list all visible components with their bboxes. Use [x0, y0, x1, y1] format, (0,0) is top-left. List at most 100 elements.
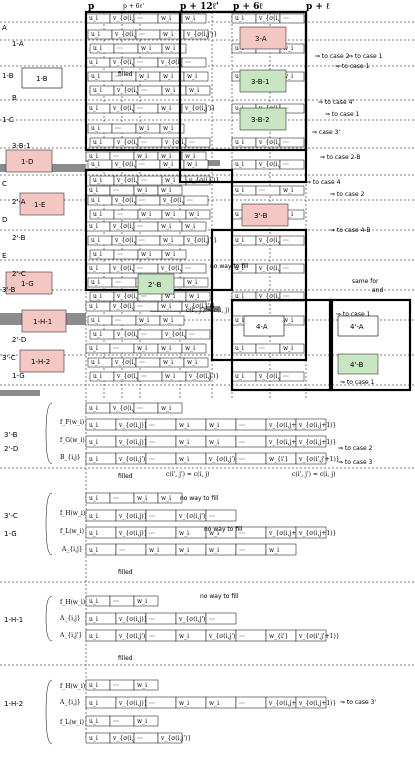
case-box-3-A: 3-A [239, 26, 287, 50]
cell-text: w_i [165, 177, 175, 184]
cell-text: w_i [185, 223, 195, 230]
cell-text: u_i [89, 718, 98, 725]
cell-text: w_i [161, 223, 171, 230]
cell-text: w_i [185, 345, 195, 352]
cell-text: v_{σ(i,j')} [258, 237, 289, 244]
cell-text: w_i [189, 87, 199, 94]
cell-text: v_{σ(i,j')} [162, 197, 193, 204]
cell-text: ⋯ [283, 15, 289, 22]
cell-text: w_i [161, 187, 171, 194]
cell-text: u_i [93, 251, 102, 258]
case-arrow-10: ⇒ to case 1 [336, 311, 371, 318]
cell-text: ⋯ [137, 105, 143, 112]
cell-text: v_{σ(i,j')} [188, 177, 219, 184]
cell [295, 696, 327, 709]
cell-text: w_i [161, 405, 171, 412]
cell-text: ⋯ [149, 530, 155, 537]
cell [279, 137, 305, 148]
cell-text: ⋯ [137, 303, 143, 310]
cell-text: u_i [89, 513, 98, 520]
cell-text: w_i [137, 187, 147, 194]
svg-text:1-B: 1-B [36, 75, 48, 83]
case-lower-1: ⇒ to case 2 [338, 445, 373, 452]
cell-text: u_i [235, 105, 244, 112]
cell-text: v_{σ(i,j)} [116, 293, 146, 300]
cell-text: ⋯ [185, 59, 191, 66]
cell-text: ⋯ [209, 616, 215, 623]
cell [161, 43, 187, 54]
cell-text: v_{σ(i,j)} [112, 223, 142, 230]
cell-text: ⋯ [187, 197, 193, 204]
cell-text: v_{σ(i,j)} [118, 530, 148, 537]
Aij-h2: A_{i,j} [59, 699, 81, 706]
case-arrow-4: ⇒ to case 1 [325, 111, 360, 118]
fH-h1: f_H(w_i) [60, 599, 85, 606]
cell-text: u_i [235, 187, 244, 194]
cell-text: u_i [91, 317, 100, 324]
cell-text: v_{σ(i,j')} [112, 303, 143, 310]
Bij-label: B_{i,j} [60, 454, 81, 461]
cell-text: v_{σ(i',j'+1)} [298, 456, 340, 463]
cell-text: v_{σ(i,j')} [160, 59, 191, 66]
cell-text: ⋯ [139, 197, 145, 204]
cell [157, 402, 183, 414]
cell-text: u_i [89, 223, 98, 230]
left-label: A [2, 24, 7, 32]
cell-text: w_i [165, 87, 175, 94]
cell [295, 435, 327, 448]
case-arrow-1b: ⇒ to case 1 [348, 53, 383, 60]
cell [185, 329, 211, 340]
cell [185, 137, 211, 148]
cell-text: u_i [235, 161, 244, 168]
cell-text: v_{σ(i,j')} [160, 735, 191, 742]
top-p6-label: p + 6ℓ' [123, 3, 144, 10]
cell [183, 235, 209, 246]
cell-text: u_i [89, 405, 98, 412]
cell-text: w_i [179, 439, 189, 446]
cell-text: ⋯ [141, 87, 147, 94]
cell-text: u_i [89, 633, 98, 640]
cell-text: ⋯ [137, 405, 143, 412]
cell-text: w_i [163, 161, 173, 168]
cell-text: ⋯ [115, 73, 121, 80]
cell-text: v_{σ(i,j)} [114, 197, 144, 204]
cell-text: ⋯ [139, 161, 145, 168]
svg-text:3'-B: 3'-B [254, 212, 268, 220]
cell-text: v_{σ(i,j+1)} [298, 530, 337, 537]
left-label: 3'-B [2, 286, 16, 294]
cell-text: ⋯ [113, 345, 119, 352]
cell-text: u_i [93, 331, 102, 338]
cell-text: v_{σ(i,j')} [118, 633, 149, 640]
cell-text: ⋯ [149, 513, 155, 520]
cell-text: u_i [89, 547, 98, 554]
top-p6l-label: p + 6ℓ [233, 2, 263, 12]
cell-text: w_i [137, 682, 147, 689]
cell [279, 343, 305, 354]
cell-text: v_{σ(i,j)} [112, 265, 142, 272]
cell-text: ⋯ [113, 598, 119, 605]
cell-text: w_i [179, 700, 189, 707]
cell-text: ⋯ [119, 547, 125, 554]
cell-text: u_i [93, 45, 102, 52]
cell-text: w_i [139, 125, 149, 132]
cell-text: w_i [283, 73, 293, 80]
cell [295, 418, 327, 431]
same-for-label: same for [352, 278, 379, 285]
cell-text: ⋯ [141, 293, 147, 300]
left-label: 1-G [12, 372, 25, 380]
label-3p-B: 3'-B [4, 431, 18, 439]
cell-text: v_{σ(i,j+1)} [298, 439, 337, 446]
cell-text: ⋯ [283, 265, 289, 272]
row-H2-0: u_i⋯w_i [85, 679, 159, 691]
